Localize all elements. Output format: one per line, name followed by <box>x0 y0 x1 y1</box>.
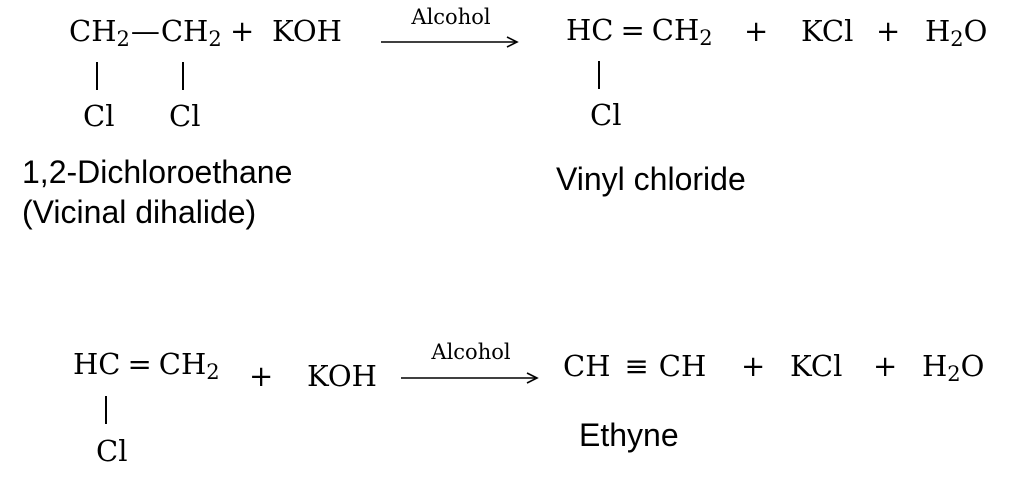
reaction1-reactant-formula: CH2—CH2 <box>69 14 222 50</box>
product2-triple-bond: ≡ <box>624 349 649 383</box>
reactant2-carbon-1: HC <box>73 347 121 381</box>
reaction2-plus-1: + <box>249 359 274 393</box>
product-double-bond: = <box>620 13 645 47</box>
reactant-name-line-2: (Vicinal dihalide) <box>22 194 257 230</box>
reaction2-arrow <box>401 372 539 384</box>
water-hydrogen-subscript: 2 <box>950 27 964 51</box>
reaction1-product-formula: HC=CH2 <box>566 13 713 49</box>
water-oxygen: O <box>963 14 988 48</box>
reaction1-plus-2: + <box>744 14 769 48</box>
reaction1-arrow <box>381 36 519 48</box>
reaction2-plus-3: + <box>873 349 898 383</box>
water2-hydrogen: H <box>922 349 948 383</box>
product-carbon-2-subscript: 2 <box>699 26 713 50</box>
reaction2-product-name: Ethyne <box>579 417 679 453</box>
reaction2-reactant-formula: HC=CH2 <box>73 347 220 383</box>
reaction1-condition: Alcohol <box>411 5 491 29</box>
water-hydrogen: H <box>925 14 951 48</box>
reactant-bond-line-2 <box>182 62 184 90</box>
reaction2-byproduct-water: H2O <box>922 349 985 385</box>
reactant-name-line-1: 1,2-Dichloroethane <box>22 154 293 190</box>
water2-hydrogen-subscript: 2 <box>947 362 961 386</box>
reactant-carbon-1: CH <box>69 14 117 48</box>
product-bond-line <box>598 61 600 89</box>
product-carbon-1: HC <box>566 13 614 47</box>
reactant-chlorine-1: Cl <box>83 99 115 133</box>
reactant-bond-line-1 <box>96 62 98 90</box>
reactant2-bond-line <box>105 396 107 424</box>
product2-carbon-2: CH <box>658 349 707 383</box>
product-carbon-2: CH <box>651 13 700 47</box>
reactant2-carbon-2-subscript: 2 <box>206 360 220 384</box>
reaction1-product-name: Vinyl chloride <box>556 161 746 197</box>
reaction1-reagent: KOH <box>272 14 342 48</box>
reaction1-byproduct-water: H2O <box>925 14 988 50</box>
product2-carbon-1: CH <box>563 349 611 383</box>
reactant-carbon-2-subscript: 2 <box>208 27 222 51</box>
water2-oxygen: O <box>960 349 985 383</box>
product-chlorine: Cl <box>590 98 622 132</box>
reaction1-plus-3: + <box>876 14 901 48</box>
reaction2-condition: Alcohol <box>431 340 511 364</box>
reaction1-byproduct-kcl: KCl <box>801 14 854 48</box>
reaction2-product-formula: CH ≡ CH <box>563 352 706 381</box>
reactant-single-bond: — <box>130 14 160 48</box>
reaction2-plus-2: + <box>741 349 766 383</box>
reactant-chlorine-2: Cl <box>169 99 201 133</box>
reaction2-byproduct-kcl: KCl <box>790 349 843 383</box>
reactant2-double-bond: = <box>127 347 152 381</box>
reaction2-reagent: KOH <box>307 359 377 393</box>
reactant2-chlorine: Cl <box>96 434 128 468</box>
reactant2-carbon-2: CH <box>158 347 207 381</box>
reaction1-reactant-name: 1,2-Dichloroethane (Vicinal dihalide) <box>22 152 292 232</box>
reactant-carbon-1-subscript: 2 <box>116 27 130 51</box>
reactant-carbon-2: CH <box>160 14 209 48</box>
reaction1-plus-1: + <box>230 14 255 48</box>
